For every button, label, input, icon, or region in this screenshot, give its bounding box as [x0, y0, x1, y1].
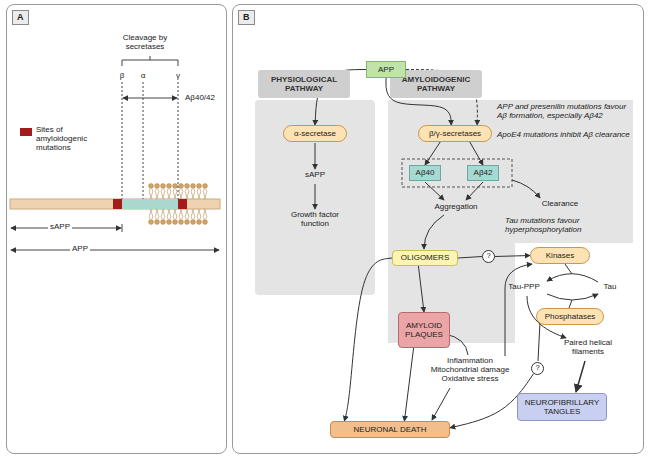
node-text: α-secretase [294, 129, 336, 138]
label-text: β [120, 71, 125, 80]
label-text: Aβ40/42 [183, 93, 217, 102]
label-box: β [116, 71, 128, 80]
connector [495, 256, 530, 257]
node-text: B [238, 10, 255, 25]
label-text: Aggregation [434, 202, 477, 211]
peptide-box: Aβ42 [467, 165, 499, 181]
label-text: Growth factor function [291, 210, 339, 228]
node-text: Aβ42 [474, 168, 493, 177]
pathway-region [388, 100, 633, 343]
node-text: A [12, 10, 29, 25]
mutation-site [113, 199, 122, 209]
label-box: Tau-PPP [504, 282, 544, 291]
node-text: PHYSIOLOGICAL PATHWAY [258, 75, 350, 93]
node-text: ? [486, 252, 490, 261]
node-text: AMYLOID PLAQUES [399, 321, 449, 339]
process-box: AMYLOID PLAQUES [398, 312, 450, 348]
app-protein-bar [10, 199, 220, 209]
label-text: ApoE4 mutations inhibit Aβ clearance [497, 130, 630, 139]
label-box: APP [60, 244, 100, 253]
cleavage-marks [11, 56, 219, 250]
connector [404, 348, 413, 421]
node-text: Aβ40 [416, 168, 435, 177]
panel: PHYSIOLOGICAL PATHWAYAMYLOIDOGENIC PATHW… [232, 4, 644, 454]
label-text: Tau-PPP [508, 282, 540, 291]
label-text: Inflammation Mitochondrial damage Oxidat… [431, 356, 510, 383]
label-box: sAPP [295, 170, 335, 179]
label-box: Cleavage by secretases [108, 33, 182, 51]
label-box: APP and presenilin mutations favour Aβ f… [497, 102, 631, 120]
enzyme-oval: Phosphatases [536, 308, 604, 325]
node-text: ? [535, 364, 539, 373]
label-text: Paired helical filaments [564, 338, 612, 356]
mutation-site [178, 199, 187, 209]
label-text: Tau mutations favour hyperphosphorylatio… [505, 216, 582, 234]
peptide-box: Aβ40 [409, 165, 441, 181]
label-box: Tau mutations favour hyperphosphorylatio… [505, 216, 631, 234]
enzyme-oval: Kinases [530, 247, 590, 264]
pathway-header: PHYSIOLOGICAL PATHWAY [258, 70, 350, 98]
node-text: Phosphatases [545, 312, 596, 321]
label-box: Paired helical filaments [557, 338, 619, 356]
panel: A [6, 4, 227, 454]
label-text: γ [176, 71, 180, 80]
label-text: sAPP [48, 222, 72, 231]
label-text: α [141, 71, 146, 80]
node-text: APP [378, 65, 394, 74]
label-box: Aggregation [426, 202, 486, 211]
node-text: β/γ-secretases [429, 129, 481, 138]
label-box: Tau [598, 282, 622, 291]
enzyme-oval: α-secretase [283, 125, 347, 142]
pathway-region [255, 100, 375, 295]
label-box: Aβ40/42 [183, 93, 225, 102]
node-text: Kinases [546, 251, 574, 260]
dashed-group [402, 159, 512, 187]
label-text: Tau [604, 282, 617, 291]
label-box: ApoE4 mutations inhibit Aβ clearance [497, 130, 631, 139]
label-box: Clearance [535, 199, 585, 208]
label-box: γ [172, 71, 184, 80]
node-text: OLIGOMERS [401, 253, 449, 262]
enzyme-oval: β/γ-secretases [418, 125, 492, 142]
label-text: sAPP [305, 170, 325, 179]
protein-box: APP [366, 61, 406, 78]
flow-lines [315, 143, 598, 420]
process-box: NEUROFIBRILLARY TANGLES [517, 393, 607, 421]
connector [425, 142, 440, 165]
question-circle: ? [531, 362, 544, 375]
abeta-segment [122, 199, 178, 209]
process-box: OLIGOMERS [392, 250, 458, 266]
connector [458, 257, 482, 259]
node-text: NEURONAL DEATH [354, 425, 427, 434]
label-box: sAPP [40, 222, 80, 231]
outcome-box: NEURONAL DEATH [330, 421, 450, 438]
question-circle: ? [482, 250, 495, 263]
label-box: Inflammation Mitochondrial damage Oxidat… [424, 356, 516, 384]
connector [470, 142, 483, 165]
label-text: Clearance [542, 199, 578, 208]
connector [344, 258, 392, 421]
label-text: APP [70, 244, 90, 253]
node-text: NEUROFIBRILLARY TANGLES [518, 398, 606, 416]
label-text: APP and presenilin mutations favour Aβ f… [497, 102, 626, 120]
label-box: α [137, 71, 149, 80]
label-box: Growth factor function [280, 210, 350, 228]
connector [418, 266, 424, 312]
label-text: Cleavage by secretases [123, 33, 167, 51]
legend-swatch [20, 128, 32, 136]
legend-text: Sites of amyloidogenic mutations [36, 125, 108, 153]
